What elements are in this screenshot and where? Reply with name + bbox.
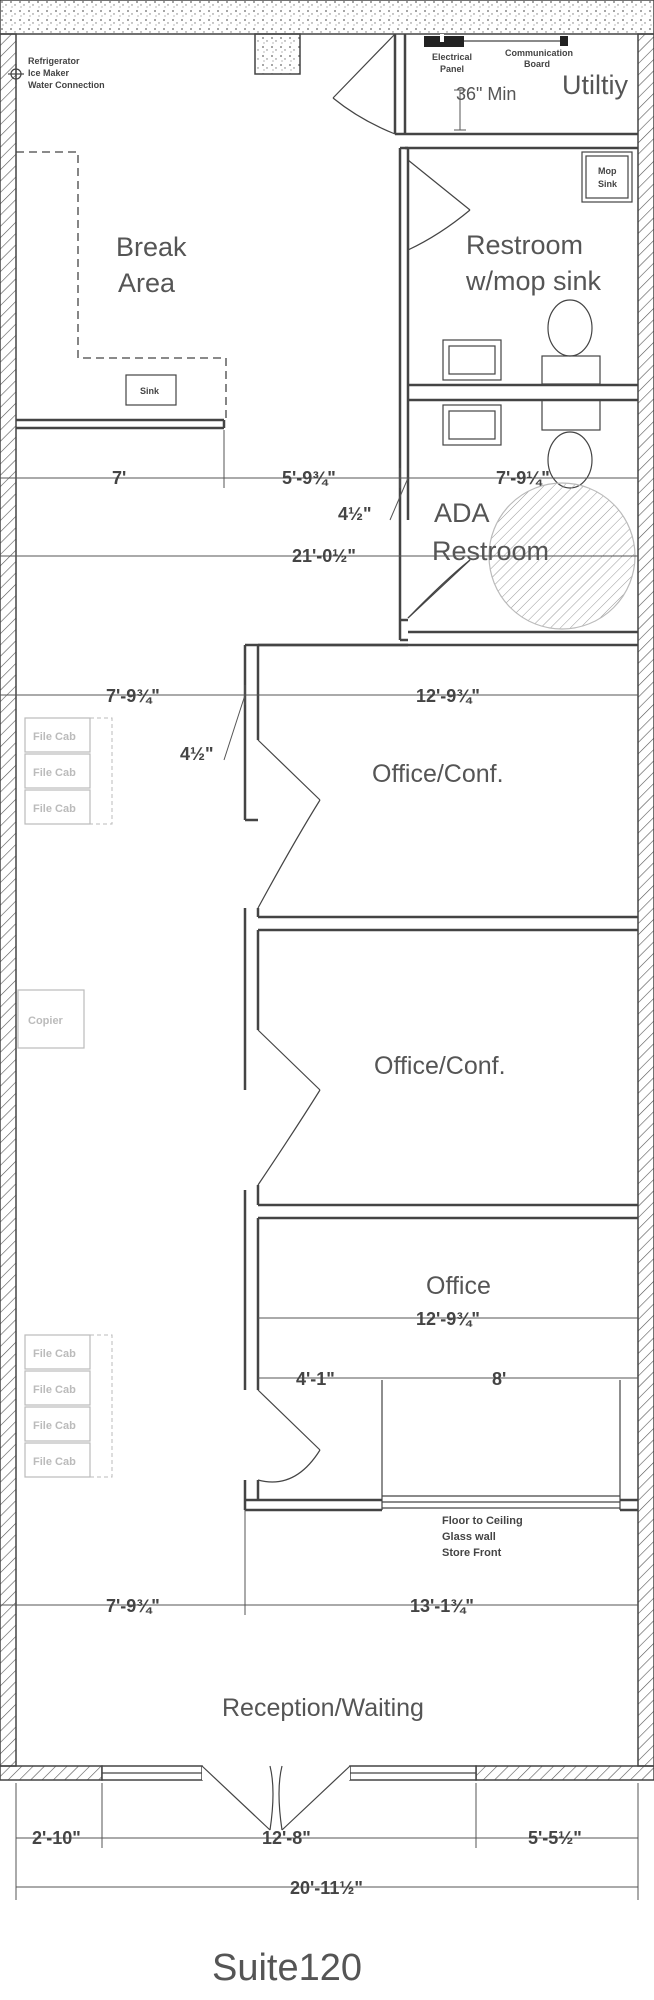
file-cabinet-label: File Cab: [33, 1384, 76, 1396]
dimension-label: 20'-11½": [290, 1878, 363, 1898]
entry-doors: [201, 1765, 351, 1831]
note-electrical-panel: Panel: [440, 64, 464, 74]
room-label-reception: Reception/Waiting: [222, 1694, 424, 1722]
dimension-label: 4½": [180, 744, 214, 764]
dimension-label: 21'-0½": [292, 546, 356, 566]
file-cabinet: [24, 1442, 91, 1478]
file-cabinet: [24, 753, 91, 789]
file-cabinet-label: File Cab: [33, 1456, 76, 1468]
note-glass-wall: Store Front: [442, 1547, 502, 1559]
file-cabinet-label: File Cab: [33, 731, 76, 743]
note-glass-wall: Floor to Ceiling: [442, 1515, 523, 1527]
room-label-break: Break: [116, 232, 187, 262]
dimension-label: 12'-8": [262, 1828, 311, 1848]
dimension-label: 8': [492, 1369, 506, 1389]
note-refrigerator: Water Connection: [28, 80, 105, 90]
room-label-utility: Utiltiy: [562, 70, 628, 100]
note-refrigerator: Ice Maker: [28, 68, 70, 78]
copier: [17, 989, 85, 1049]
file-cabinet: [24, 1370, 91, 1406]
file-cabinet: [24, 1406, 91, 1442]
dimension-label: 12'-9¾": [416, 686, 480, 706]
file-cabinet: [24, 1334, 91, 1370]
file-cabinet-label: File Cab: [33, 1348, 76, 1360]
note-communication-board: Board: [524, 59, 550, 69]
file-cabinet: [24, 789, 91, 825]
dimension-label: 13'-1¾": [410, 1596, 474, 1616]
room-label-office-conf-2: Office/Conf.: [374, 1052, 506, 1080]
dimension-lines: [0, 430, 639, 1900]
copier-label: Copier: [28, 1015, 64, 1027]
dimension-label: 7': [112, 468, 126, 488]
file-cabinet-label: File Cab: [33, 803, 76, 815]
exterior-walls: [0, 0, 654, 1781]
note-refrigerator: Refrigerator: [28, 56, 80, 66]
suite-title: Suite120: [212, 1947, 362, 1989]
interior-walls: [16, 33, 638, 1512]
file-cabinet: [24, 717, 91, 753]
room-label-ada: ADA: [434, 498, 490, 528]
room-label-restroom: w/mop sink: [465, 266, 602, 296]
dimension-label: 7'-9¾": [106, 1596, 160, 1616]
dimension-label: 12'-9¾": [416, 1309, 480, 1329]
note-electrical-panel: Electrical: [432, 52, 472, 62]
note-mop-sink: Sink: [598, 179, 618, 189]
break-counter: [16, 151, 227, 420]
room-label-ada: Restroom: [432, 536, 549, 566]
dimension-label: 4½": [338, 504, 372, 524]
utility-fixtures: [8, 34, 568, 131]
note-communication-board: Communication: [505, 48, 573, 58]
note-mop-sink: Mop: [598, 166, 617, 176]
file-cabinet-label: File Cab: [33, 1420, 76, 1432]
room-label-break: Area: [118, 268, 176, 298]
room-label-office-conf-1: Office/Conf.: [372, 760, 504, 788]
dimension-label: 7'-9¾": [106, 686, 160, 706]
note-sink: Sink: [140, 386, 160, 396]
dimension-label: 5'-9¾": [282, 468, 336, 488]
dimension-label: 2'-10": [32, 1828, 81, 1848]
file-cabinet-label: File Cab: [33, 767, 76, 779]
room-label-restroom: Restroom: [466, 230, 583, 260]
note-glass-wall: Glass wall: [442, 1531, 496, 1543]
note-clearance: 36" Min: [456, 84, 516, 104]
dimension-label: 5'-5½": [528, 1828, 582, 1848]
dimension-label: 4'-1": [296, 1369, 335, 1389]
dimension-label: 7'-9¼": [496, 468, 550, 488]
furniture: [17, 717, 113, 1478]
room-label-office: Office: [426, 1272, 491, 1300]
